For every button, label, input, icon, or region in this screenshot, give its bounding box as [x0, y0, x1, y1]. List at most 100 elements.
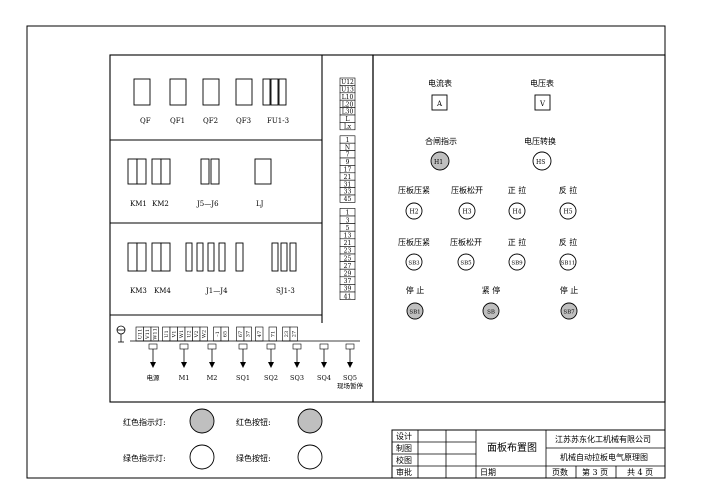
tb-total: 共 4 页	[627, 468, 653, 477]
terminal-label: L	[346, 116, 350, 123]
bottom-terminal-label: 23	[284, 331, 290, 337]
output-terminal-block	[148, 343, 158, 350]
voltage-switch-symbol: HS	[536, 159, 545, 166]
tb-page-no: 第 3 页	[582, 467, 608, 477]
control-button[interactable]	[508, 253, 526, 271]
row2-components	[127, 158, 272, 185]
stop-button[interactable]	[482, 302, 500, 320]
row3-components	[127, 242, 297, 272]
legend-red-lamp-icon	[189, 408, 215, 434]
arrow-down-icon	[240, 362, 246, 368]
motor-label: SQ2	[264, 374, 278, 382]
terminal-label: 41	[344, 293, 352, 300]
terminal-strip: U12U13L10L20L30LLx1N79172131334513513212…	[339, 77, 356, 300]
terminal-label: 31	[344, 181, 352, 188]
voltage-switch[interactable]	[532, 151, 552, 171]
tb-pages-label: 页数	[552, 467, 568, 477]
terminal-label: 29	[344, 271, 352, 278]
stop-button[interactable]	[406, 302, 424, 320]
indicator-symbol: H3	[462, 209, 471, 216]
terminal-label: 13	[344, 233, 352, 240]
closing-indicator-lamp	[430, 151, 450, 171]
button-symbol: SB5	[460, 261, 472, 267]
motor-label: M1	[179, 374, 190, 382]
output-terminal-block	[345, 343, 355, 350]
arrow-down-icon	[150, 362, 156, 368]
indicator-lamp	[458, 202, 476, 220]
arrow-down-icon	[209, 362, 215, 368]
tb-drafting: 制图	[396, 443, 412, 453]
output-terminal-block	[292, 343, 302, 350]
tb-approval: 审批	[396, 467, 412, 477]
indicator-title: 反 拉	[559, 185, 578, 195]
voltmeter-box	[534, 94, 551, 111]
control-panel	[372, 54, 666, 403]
button-symbol: SB11	[561, 261, 576, 267]
closing-indicator-symbol: H1	[434, 159, 443, 166]
legend-red-lamp: 红色指示灯:	[123, 417, 166, 427]
button-title: 压板松开	[450, 237, 482, 247]
terminal-label: 45	[344, 196, 352, 203]
terminal-label: 5	[346, 225, 350, 232]
arrow-down-icon	[268, 362, 274, 368]
legend-green-button: 绿色按钮:	[236, 453, 271, 463]
bottom-terminal-label: V2	[194, 331, 200, 339]
bottom-terminal-label: V11	[145, 329, 151, 340]
legend-green-lamp-icon	[189, 444, 215, 470]
control-button[interactable]	[457, 253, 475, 271]
terminal-label: Lx	[344, 124, 352, 131]
legend-green-lamp: 绿色指示灯:	[123, 453, 166, 463]
terminal-label: 3	[346, 217, 350, 224]
row1-components	[133, 78, 287, 106]
indicator-symbol: H4	[512, 209, 521, 216]
terminal-label: 27	[344, 263, 352, 270]
indicator-symbol: H2	[409, 209, 418, 216]
stop-button-symbol: SB7	[563, 310, 575, 316]
terminal-label: L20	[342, 101, 354, 108]
button-symbol: SB3	[408, 261, 420, 267]
terminal-label: L30	[342, 109, 354, 116]
bottom-terminal-label: 67	[238, 331, 244, 337]
control-button[interactable]	[559, 253, 577, 271]
indicator-symbol: H5	[563, 209, 572, 216]
closing-indicator-title: 合闸指示	[425, 136, 457, 146]
terminal-label: 39	[344, 286, 352, 293]
terminal-label: 1	[346, 210, 350, 217]
terminal-label: U12	[341, 79, 354, 86]
label-km1: KM1	[130, 200, 147, 208]
terminal-label: 37	[344, 278, 352, 285]
terminal-cell	[339, 194, 356, 203]
arrow-down-icon	[181, 362, 187, 368]
label-fu: FU1-3	[267, 117, 289, 125]
control-button[interactable]	[405, 253, 423, 271]
terminal-label: 25	[344, 255, 352, 262]
terminal-label: 9	[346, 159, 350, 166]
tb-company: 江苏苏东化工机械有限公司	[555, 434, 651, 444]
button-title: 正 拉	[508, 237, 527, 247]
label-qf: QF	[140, 117, 151, 125]
bottom-terminal-label: U11	[138, 329, 144, 340]
stop-button[interactable]	[560, 302, 578, 320]
bottom-terminal-label: W2	[202, 330, 208, 338]
tb-date-label: 日期	[480, 468, 496, 477]
tb-drawing-name: 面板布置图	[487, 441, 537, 454]
label-j5j6: J5—J6	[196, 200, 219, 208]
stop-button-title: 停 止	[560, 285, 579, 295]
bottom-terminal-label: W11	[153, 328, 159, 340]
arrow-down-icon	[321, 362, 327, 368]
indicator-lamp	[508, 202, 526, 220]
indicator-title: 压板松开	[451, 185, 483, 195]
arrow-down-icon	[294, 362, 300, 368]
terminal-cell	[339, 122, 356, 131]
bottom-terminal-label: 65	[223, 331, 229, 337]
terminal-label: U13	[341, 87, 354, 94]
ammeter-title: 电流表	[428, 78, 452, 88]
bottom-terminal-label: U2	[187, 330, 193, 337]
ammeter-box	[431, 94, 448, 111]
stop-button-title: 停 止	[406, 285, 425, 295]
terminal-label: 23	[344, 248, 352, 255]
